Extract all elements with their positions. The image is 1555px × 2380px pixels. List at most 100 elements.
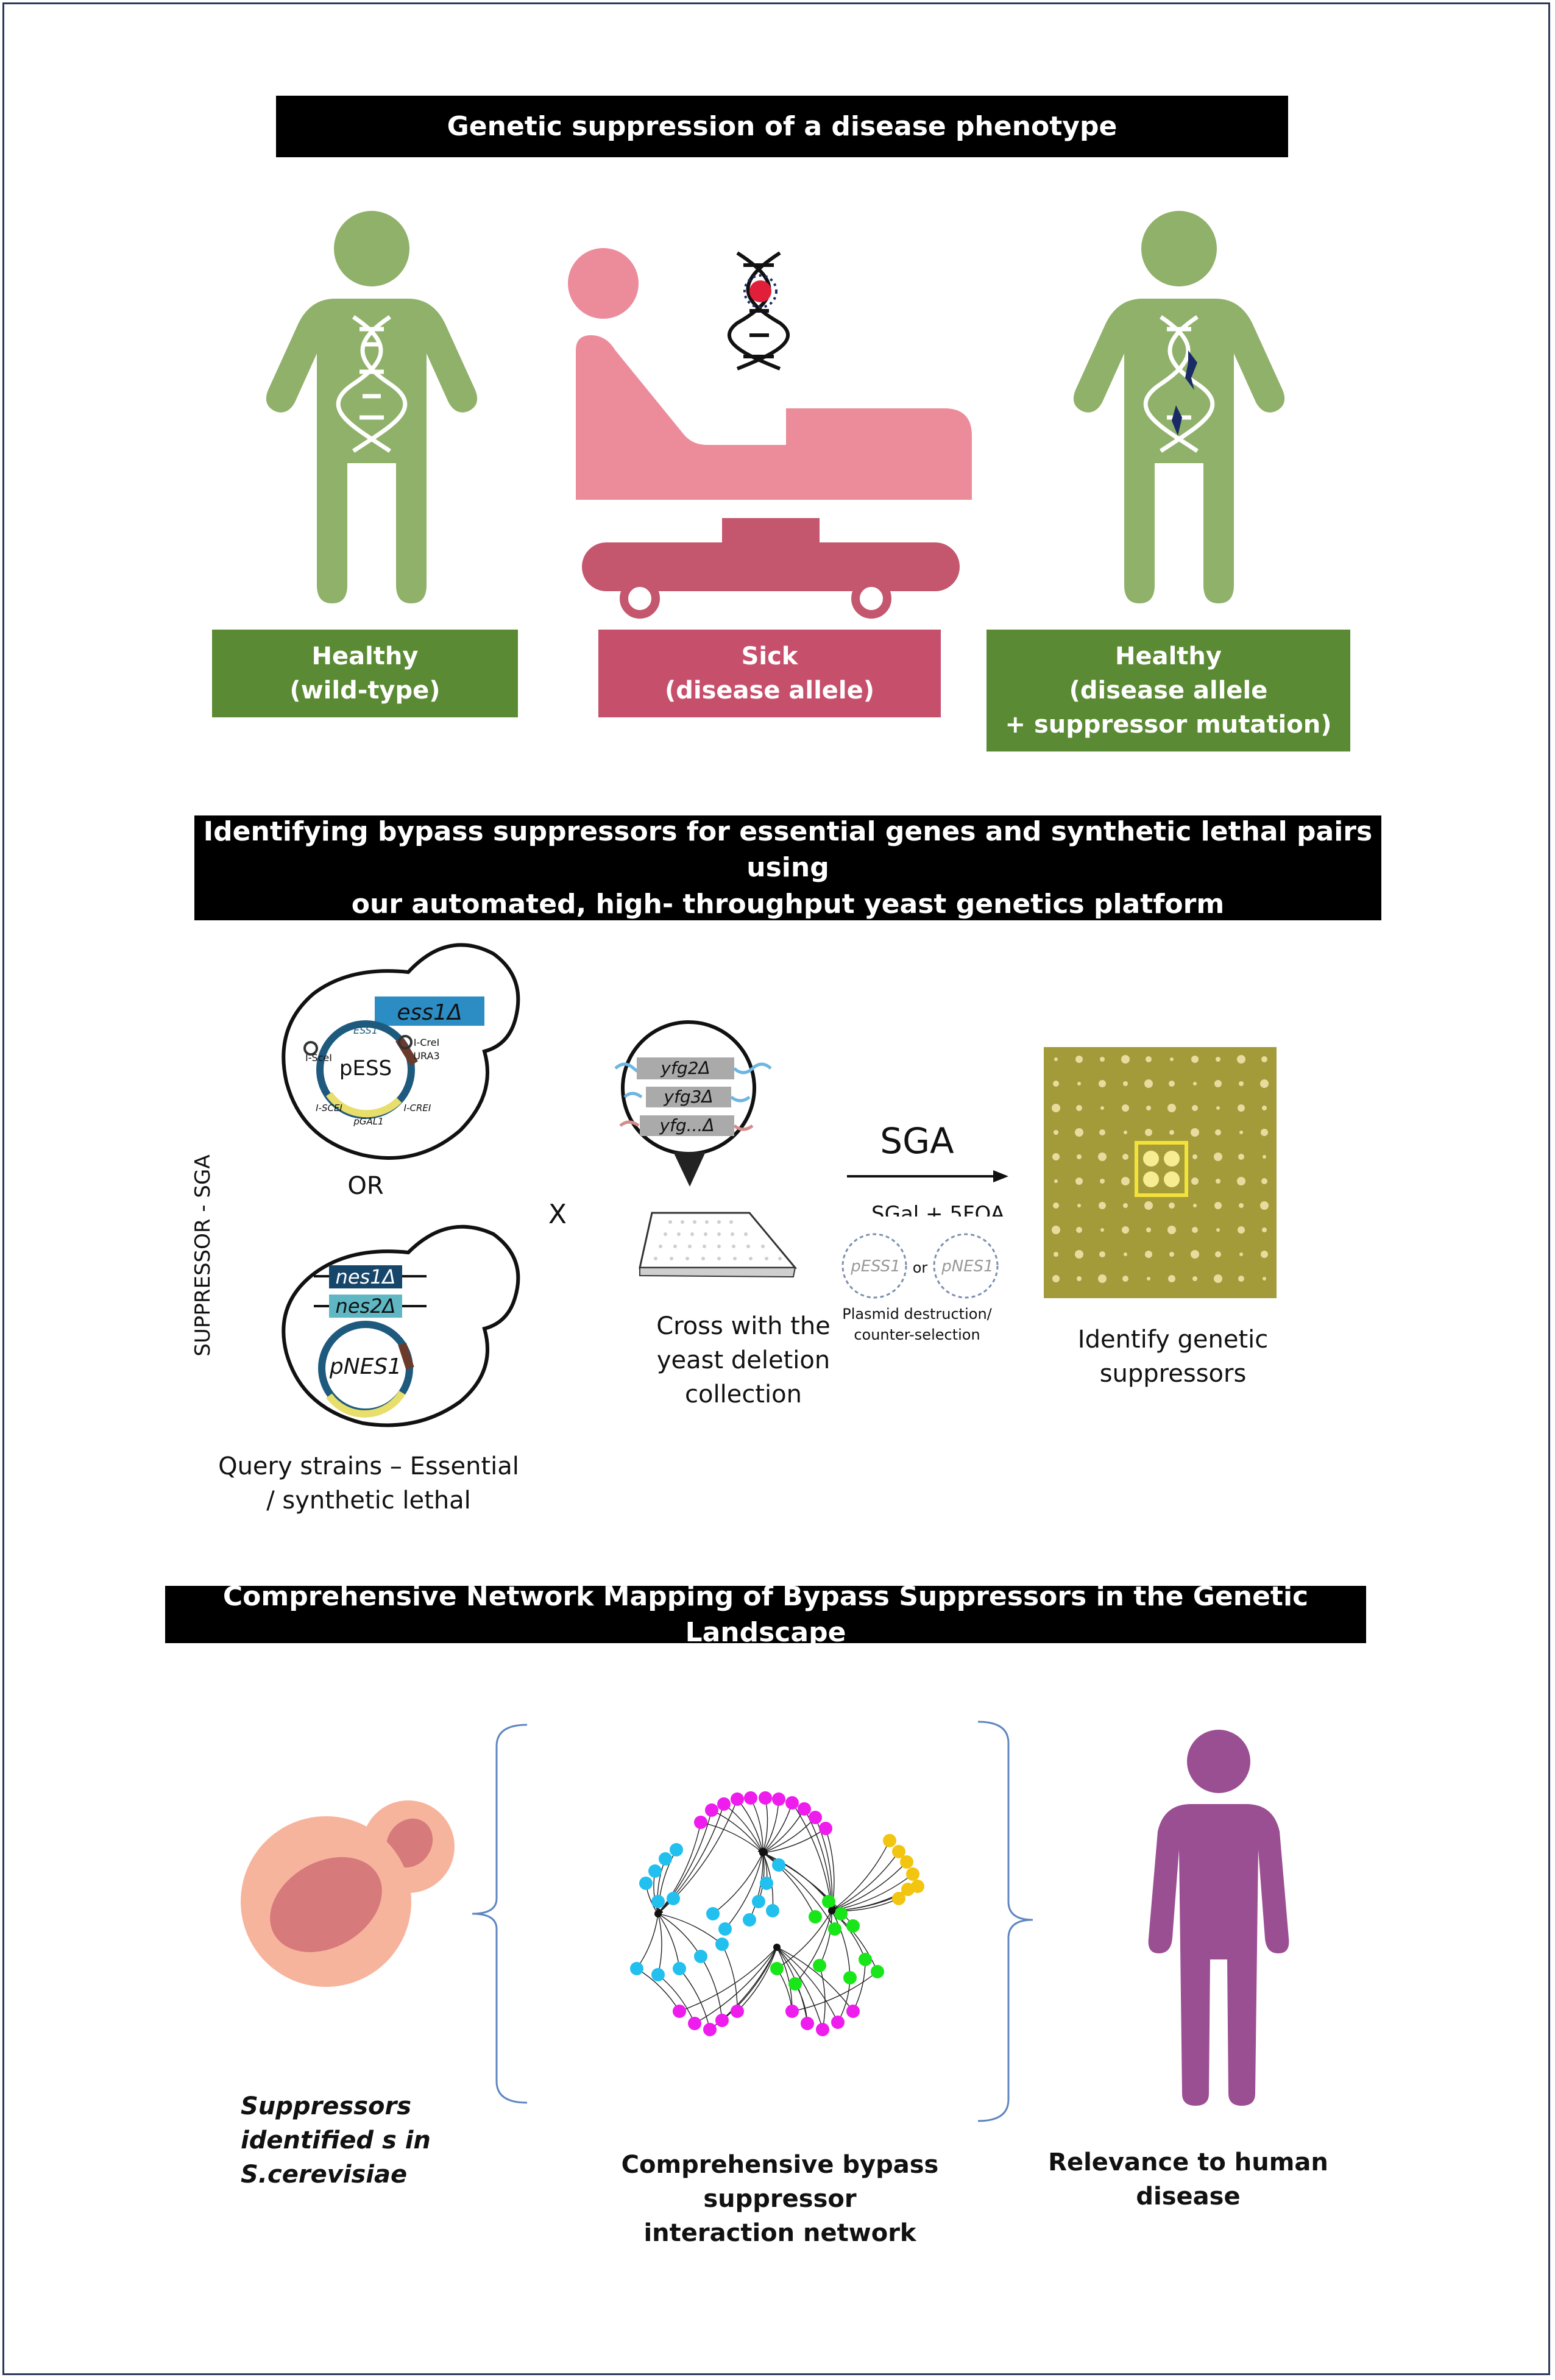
network-node <box>752 1895 765 1908</box>
healthy-suppressed-person-icon <box>1073 211 1285 603</box>
colony <box>1054 1179 1058 1183</box>
colony <box>1100 1228 1104 1232</box>
colony <box>1098 1274 1107 1283</box>
healthy-person-icon <box>266 211 478 603</box>
colony <box>1076 1227 1082 1233</box>
network-node <box>816 2023 829 2036</box>
colony <box>1075 1128 1083 1137</box>
network-node <box>809 1811 822 1824</box>
colony <box>1238 1154 1244 1160</box>
colony <box>1263 1155 1266 1159</box>
network-node <box>809 1910 822 1924</box>
colony <box>1239 1081 1244 1086</box>
network-node <box>772 1792 785 1806</box>
or-small-label: or <box>912 1259 928 1276</box>
healthy-wt-label: Healthy (wild-type) <box>212 630 518 717</box>
network-edge <box>712 1852 763 1914</box>
sick-bed-icon <box>568 248 972 619</box>
colony <box>1191 1178 1199 1185</box>
section3-title: Comprehensive Network Mapping of Bypass … <box>165 1581 1366 1648</box>
yfg2-label: yfg2Δ <box>661 1058 710 1078</box>
network-edge <box>831 1910 852 1978</box>
colony <box>1216 1057 1220 1062</box>
network-node <box>743 1913 756 1927</box>
colony <box>1075 1178 1083 1185</box>
colony <box>1147 1277 1150 1281</box>
colony <box>1146 1227 1151 1232</box>
network-node <box>846 2005 860 2018</box>
network-edge <box>723 1803 763 1853</box>
cross-x-label: X <box>548 1199 567 1230</box>
colony <box>1169 1130 1174 1135</box>
left-bracket <box>472 1724 528 2104</box>
colony <box>1122 1154 1128 1160</box>
nes2-deletion-label: nes2Δ <box>335 1295 396 1318</box>
colony <box>1122 1226 1129 1234</box>
network-edge <box>776 1947 824 2030</box>
colony <box>1124 1131 1127 1134</box>
colony <box>1075 1250 1083 1259</box>
human-relevance-caption: Relevance to human disease <box>1048 2148 1328 2211</box>
colony <box>1167 1104 1176 1112</box>
colony <box>1191 1056 1199 1063</box>
network-edge <box>762 1817 816 1854</box>
network-node <box>831 2016 845 2029</box>
yfg3-label: yfg3Δ <box>664 1087 714 1107</box>
network-edge <box>724 1852 763 1930</box>
network-node <box>673 1962 686 1975</box>
ura3-label: URA3 <box>413 1050 440 1062</box>
network-caption: Comprehensive bypass suppressor interact… <box>621 2151 939 2247</box>
pess1-ghost-label: pESS1 <box>851 1257 901 1276</box>
network-edge <box>737 1947 778 2012</box>
colony <box>1052 1226 1060 1234</box>
network-node <box>813 1959 826 1972</box>
colony <box>1239 1131 1243 1134</box>
network-edge <box>700 1822 763 1853</box>
colony <box>1146 1106 1151 1110</box>
colony <box>1054 1057 1058 1061</box>
or-label: OR <box>347 1172 384 1200</box>
colony <box>1122 1104 1129 1112</box>
budding-yeast-icon <box>241 1800 455 1987</box>
network-edge <box>749 1852 763 1920</box>
right-bracket <box>977 1721 1033 2122</box>
network-node <box>900 1855 913 1869</box>
colony <box>1214 1274 1222 1283</box>
colony <box>1260 1201 1269 1210</box>
query-strains-caption: Query strains – Essential / synthetic le… <box>218 1452 519 1515</box>
colony <box>1239 1203 1244 1208</box>
colony <box>1052 1153 1060 1160</box>
network-node <box>785 2005 799 2018</box>
mutated-dna-icon <box>727 251 790 371</box>
network-edge <box>656 1913 662 1975</box>
colony <box>1263 1277 1266 1281</box>
colony <box>1216 1106 1220 1110</box>
yfgn-label: yfg...Δ <box>659 1115 715 1135</box>
colony <box>1237 1177 1245 1185</box>
colony <box>1261 1251 1268 1258</box>
identify-suppressors-caption: Identify genetic suppressors <box>1077 1326 1269 1388</box>
colony <box>1099 1251 1105 1257</box>
network-edge <box>776 1947 795 2012</box>
colony <box>1193 1082 1197 1085</box>
colony <box>1054 1130 1058 1135</box>
colony <box>1215 1129 1221 1135</box>
network-node <box>670 1843 683 1856</box>
network-node <box>715 1938 729 1951</box>
network-hub <box>759 1849 767 1856</box>
network-edge <box>721 1947 778 2021</box>
network-node <box>766 1904 779 1917</box>
network-node <box>834 1907 848 1920</box>
network-node <box>871 1965 884 1978</box>
colony <box>1214 1202 1222 1209</box>
suppressor-highlight-box <box>1135 1141 1188 1197</box>
colony <box>1100 1106 1104 1110</box>
pgal1-label: pGAL1 <box>353 1116 384 1127</box>
suppressor-colony <box>1164 1171 1180 1187</box>
network-edge <box>762 1852 835 1930</box>
colony <box>1123 1081 1128 1086</box>
icrei-label: I-CreI <box>413 1037 440 1048</box>
section2-title: Identifying bypass suppressors for essen… <box>194 815 1381 920</box>
colony <box>1122 1276 1128 1282</box>
suppressor-colony <box>1143 1171 1159 1187</box>
